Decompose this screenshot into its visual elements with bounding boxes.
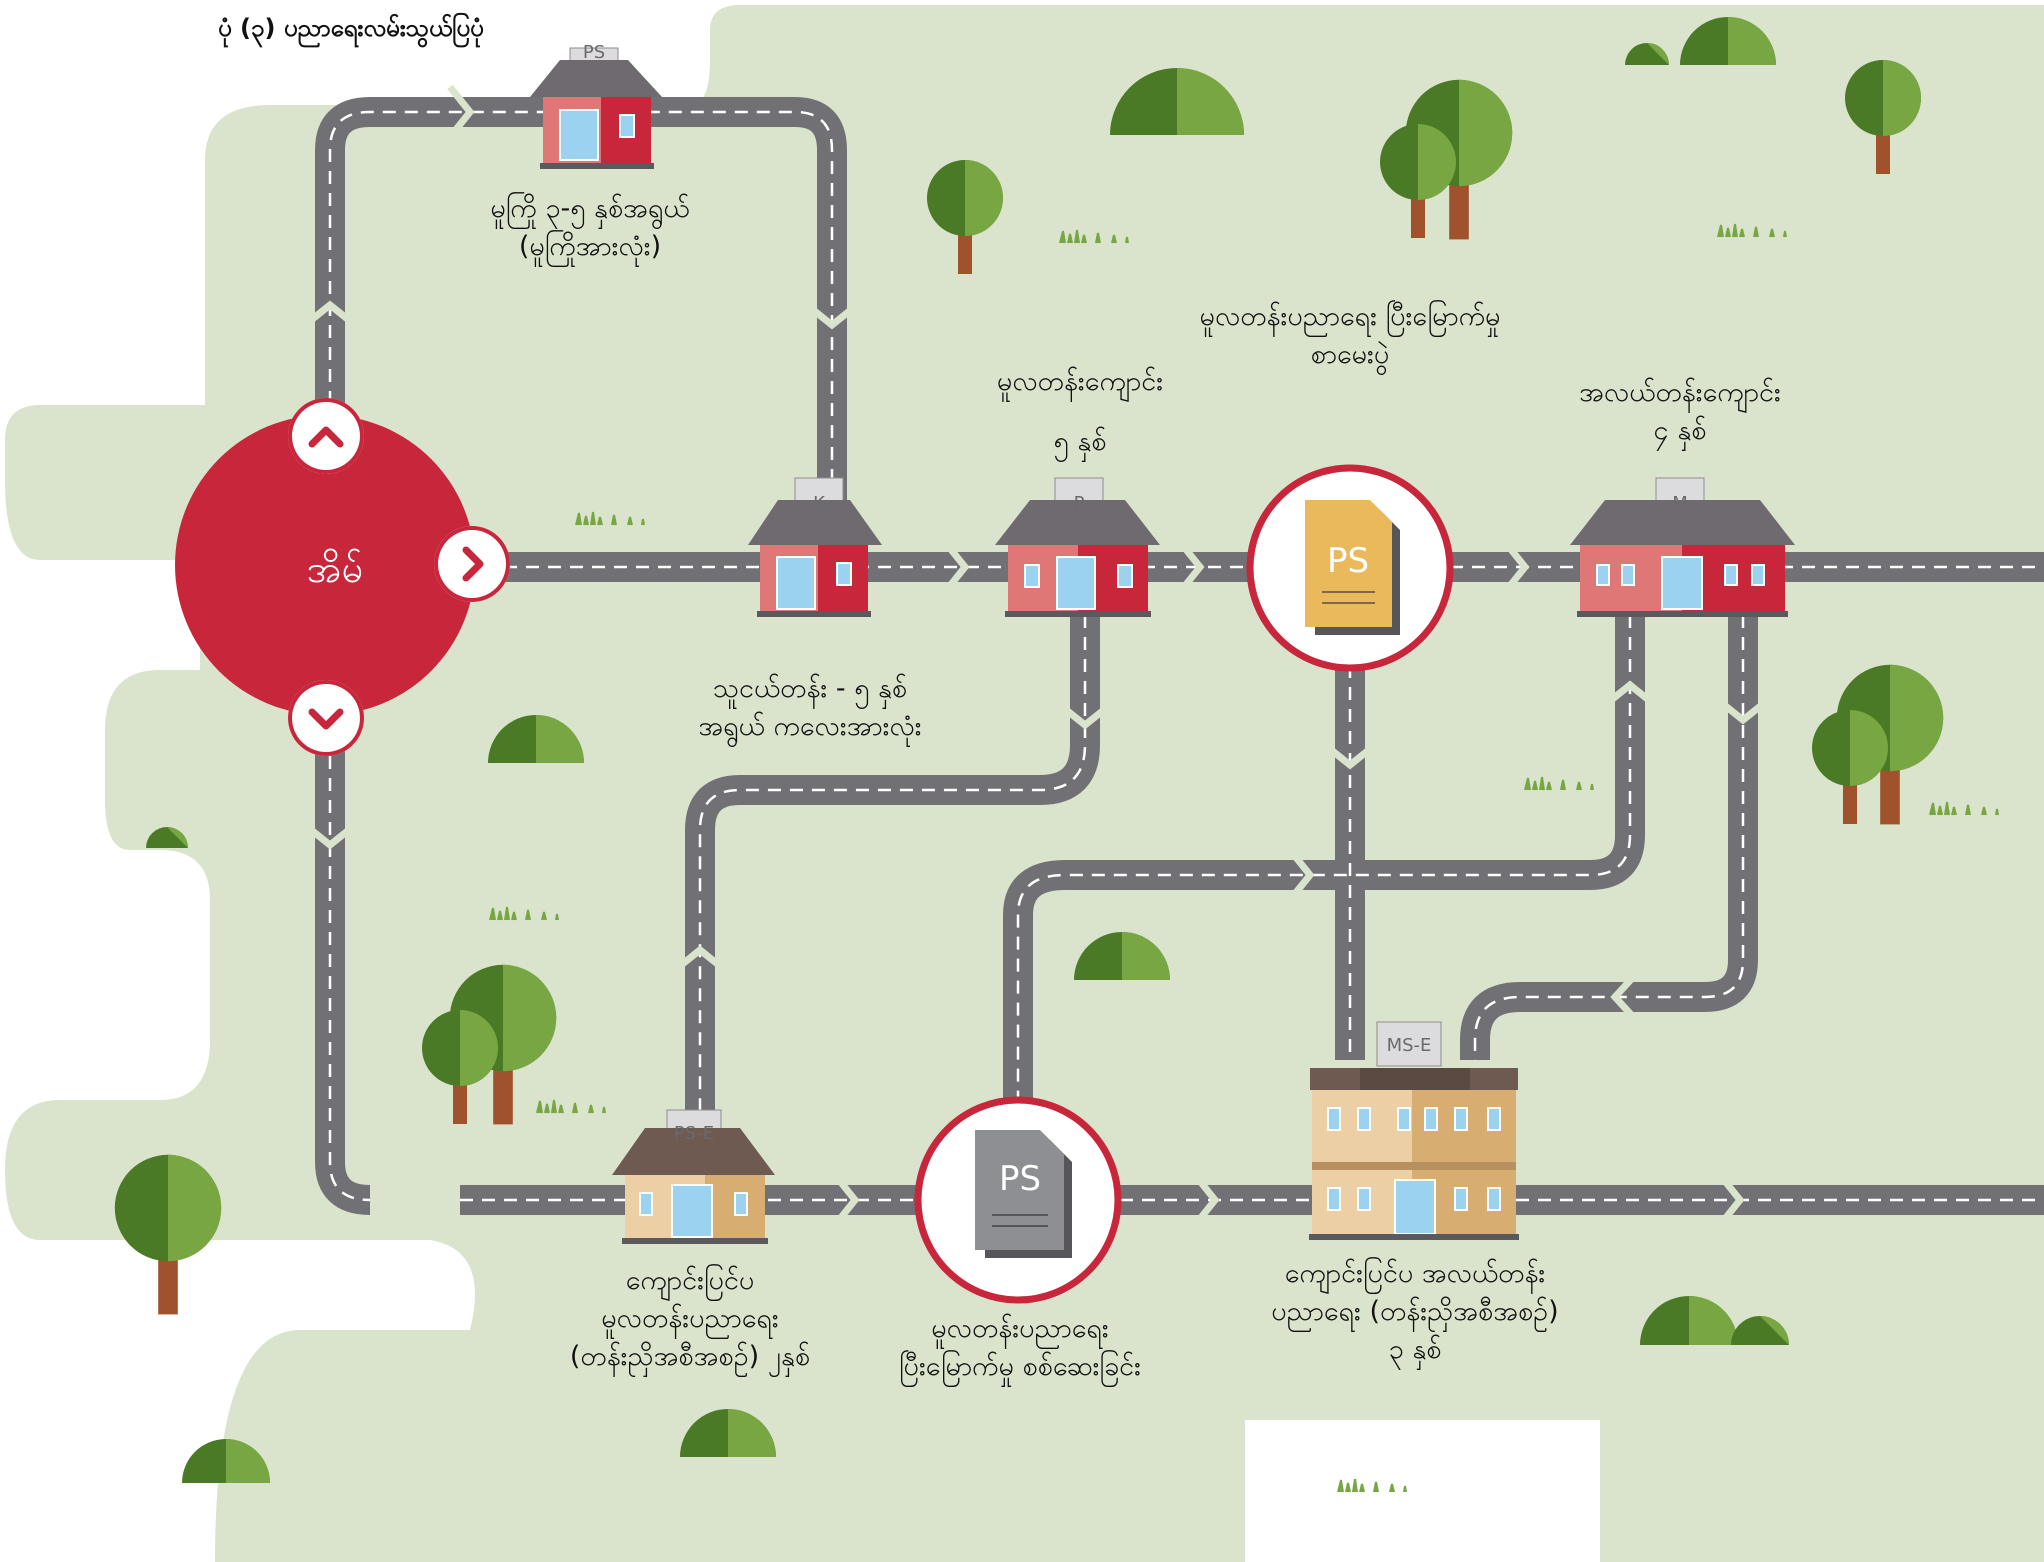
house-m[interactable]: [1570, 477, 1795, 617]
label-alt-middle-line2: ပညာရေး (တန်းညှိအစီအစဉ်): [1271, 1296, 1559, 1327]
label-alt-primary-line3: (တန်းညှိအစီအစဉ်) ၂နှစ်: [569, 1341, 811, 1372]
chevron-down-icon: [308, 708, 344, 730]
house-p[interactable]: [995, 477, 1160, 617]
label-alt-primary-line2: မူလတန်းပညာရေး: [601, 1303, 779, 1334]
sign-p: P: [1074, 493, 1085, 514]
label-preschool: မူကြို ၃-၅ နှစ်အရွယ် (မူကြိုအားလုံး): [430, 190, 750, 266]
label-primary-assessment-line2: ပြီးမြောက်မှု စစ်ဆေးခြင်း: [899, 1351, 1141, 1382]
exam-document-circle[interactable]: [1246, 464, 1454, 672]
assessment-doc-label: PS: [999, 1159, 1041, 1199]
assessment-document-circle[interactable]: [914, 1096, 1122, 1304]
label-middle-line2: ၄ နှစ်: [1653, 415, 1707, 446]
chevron-right-icon: [462, 546, 484, 582]
exam-doc-label: PS: [1327, 541, 1369, 581]
chevron-up-icon: [308, 426, 344, 448]
sign-ps-top: PS: [583, 42, 605, 63]
right-button[interactable]: [434, 526, 510, 602]
label-kindergarten: သူငယ်တန်း - ၅ နှစ် အရွယ် ကလေးအားလုံး: [660, 670, 960, 746]
label-primary-line2: ၅ နှစ်: [1053, 426, 1107, 457]
sign-k: K: [813, 493, 826, 514]
home-circle[interactable]: [175, 415, 475, 715]
up-button[interactable]: [288, 398, 364, 474]
label-primary-exam: မူလတန်းပညာရေး ပြီးမြောက်မှု စာမေးပွဲ: [1160, 298, 1540, 374]
label-primary-exam-line2: စာမေးပွဲ: [1310, 339, 1390, 370]
label-alt-primary: ကျောင်းပြင်ပ မူလတန်းပညာရေး (တန်းညှိအစီအစ…: [530, 1262, 850, 1376]
label-alt-middle-line3: ၃ နှစ်: [1388, 1334, 1442, 1365]
label-middle: အလယ်တန်းကျောင်း ၄ နှစ်: [1540, 374, 1820, 450]
label-kindergarten-line1: သူငယ်တန်း - ၅ နှစ်: [712, 673, 908, 704]
label-primary-line1: မူလတန်းကျောင်း: [996, 366, 1164, 397]
house-ps-top[interactable]: [530, 47, 662, 169]
label-preschool-line1: မူကြို ၃-၅ နှစ်အရွယ်: [490, 193, 690, 224]
home-label: အိမ်: [306, 547, 364, 591]
sign-ms-e: MS-E: [1387, 1035, 1432, 1056]
house-k[interactable]: [748, 477, 882, 617]
label-alt-middle: ကျောင်းပြင်ပ အလယ်တန်း ပညာရေး (တန်းညှိအစီ…: [1245, 1255, 1585, 1369]
doc-texts: PS PS: [999, 541, 1369, 1199]
house-ps-e[interactable]: [612, 1109, 775, 1244]
label-alt-primary-line1: ကျောင်းပြင်ပ: [625, 1265, 755, 1296]
label-primary: မူလတန်းကျောင်း ၅ နှစ်: [960, 352, 1200, 472]
label-middle-line1: အလယ်တန်းကျောင်း: [1579, 377, 1781, 408]
house-ms-e[interactable]: [1309, 1021, 1519, 1240]
sign-ps-e: PS-E: [674, 1123, 714, 1144]
sign-m: M: [1672, 493, 1688, 514]
label-primary-assessment: မူလတန်းပညာရေး ပြီးမြောက်မှု စစ်ဆေးခြင်း: [870, 1310, 1170, 1386]
label-alt-middle-line1: ကျောင်းပြင်ပ အလယ်တန်း: [1284, 1258, 1546, 1289]
label-preschool-line2: (မူကြိုအားလုံး): [518, 231, 662, 262]
figure-caption: ပုံ (၃) ပညာရေးလမ်းသွယ်ပြပုံ: [218, 14, 484, 42]
label-kindergarten-line2: အရွယ် ကလေးအားလုံး: [698, 711, 922, 742]
label-primary-exam-line1: မူလတန်းပညာရေး ပြီးမြောက်မှု: [1199, 301, 1501, 332]
down-button[interactable]: [288, 680, 364, 756]
label-primary-assessment-line1: မူလတန်းပညာရေး: [931, 1313, 1109, 1344]
signs: PS K P M PS-E MS-E: [583, 42, 1688, 1144]
scenery: [114, 17, 1999, 1493]
